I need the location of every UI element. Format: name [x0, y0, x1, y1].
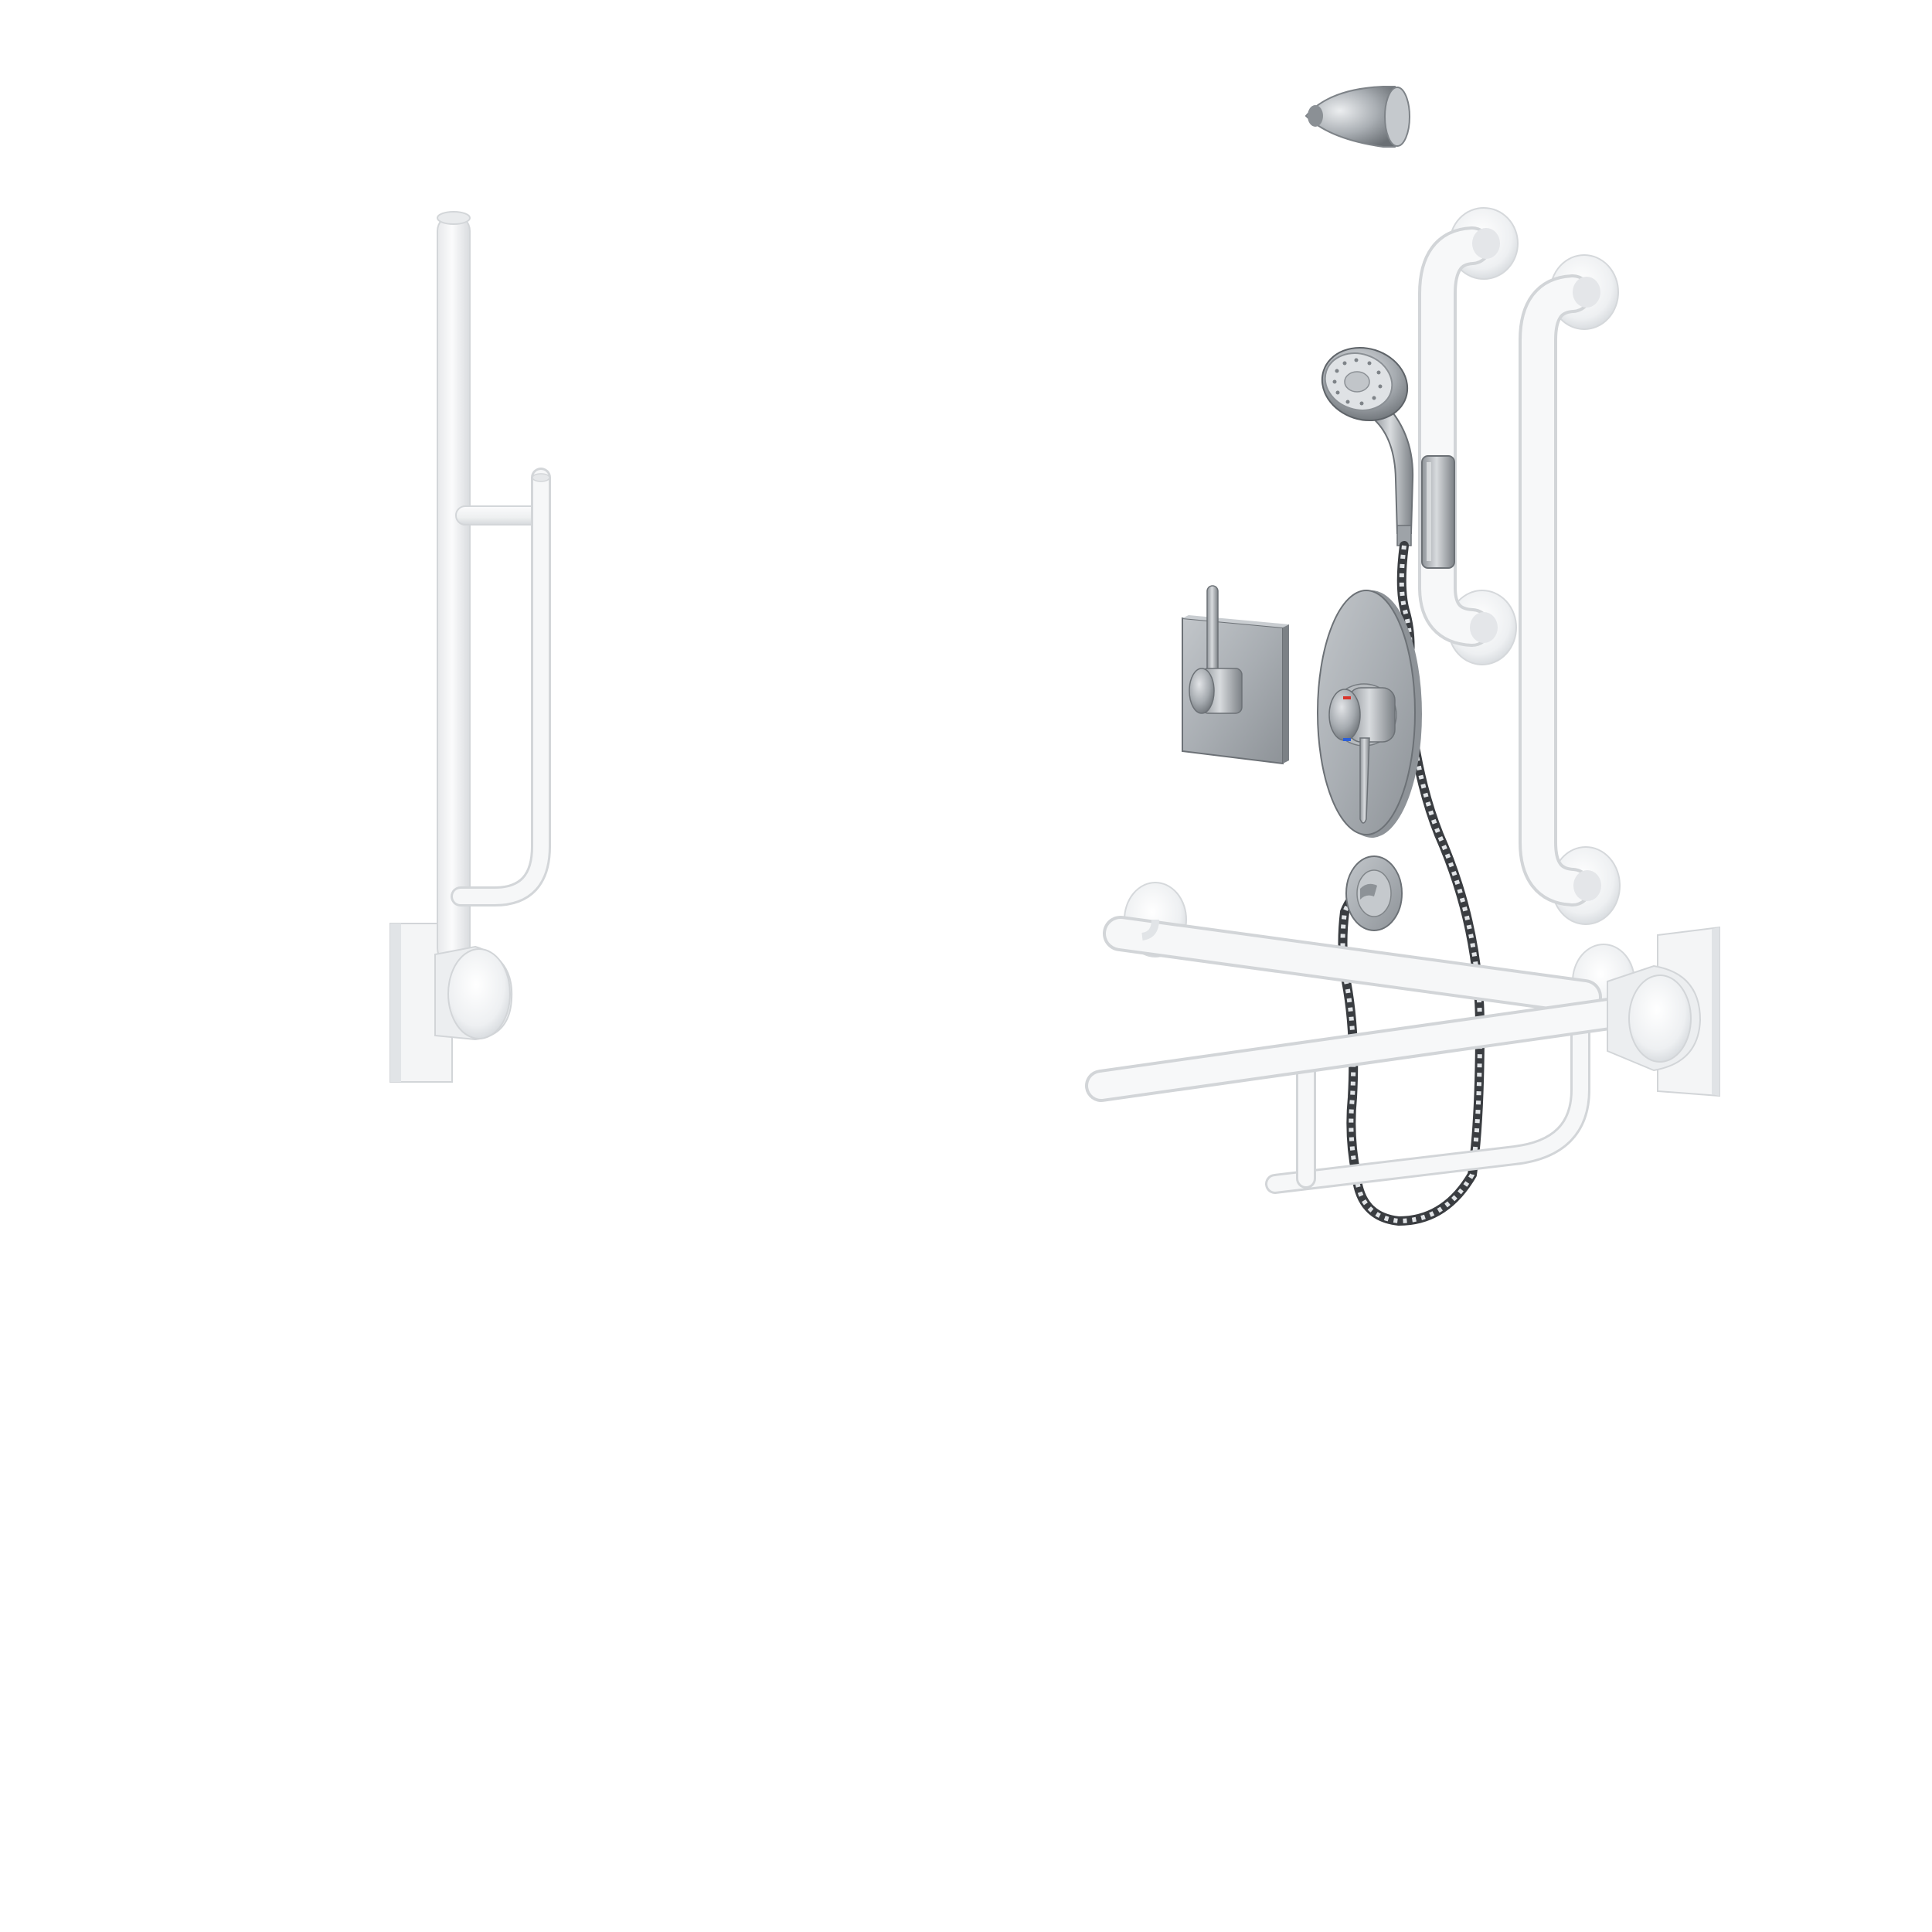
wall-supply-elbow-icon: [1345, 855, 1403, 931]
tub-spout-icon: [1304, 86, 1410, 148]
right-vertical-grab-bar-icon: [1519, 254, 1621, 925]
slide-bar-holder-icon: [1421, 455, 1455, 569]
upper-right-grab-bar-icon: [1418, 207, 1519, 665]
diverter-valve-icon: [1182, 585, 1289, 765]
fold-down-grab-bar-icon: [1085, 926, 1720, 1194]
pressure-balance-valve-icon: [1317, 590, 1422, 838]
hand-shower-icon: [1321, 346, 1414, 546]
left-hinged-grab-bar-icon: [389, 211, 551, 1083]
